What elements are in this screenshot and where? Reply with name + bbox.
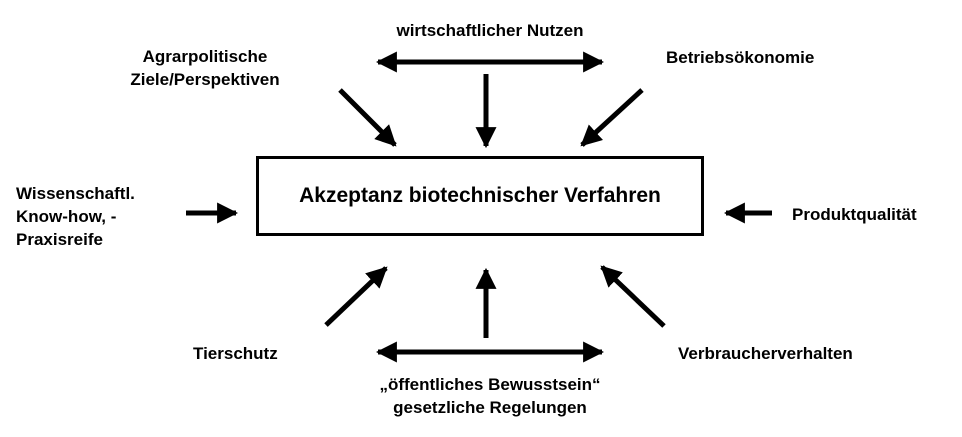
factor-bottom-right: Verbraucherverhalten [678,342,853,365]
central-concept-box: Akzeptanz biotechnischer Verfahren [256,156,704,236]
factor-left: Wissenschaftl. Know-how, - Praxisreife [16,182,135,251]
bottom-left-arrow [324,266,388,327]
factor-bottom-right-label: Verbraucherverhalten [678,344,853,363]
top-left-arrow [338,88,397,147]
factor-left-line-2: Know-how, - [16,207,117,226]
central-concept-title: Akzeptanz biotechnischer Verfahren [299,184,661,207]
top-right-arrow [580,88,644,147]
factor-bottom-left-label: Tierschutz [193,344,278,363]
factor-top-right-label: Betriebsökonomie [666,48,815,67]
factor-top-right: Betriebsökonomie [666,46,814,69]
factor-left-line-1: Wissenschaftl. [16,184,135,203]
factor-bottom-left: Tierschutz [193,342,278,365]
bottom-right-arrow [600,265,666,328]
factor-top-left-line-2: Ziele/Perspektiven [130,70,280,89]
factor-top-left: Agrarpolitische Ziele/Perspektiven [100,45,310,91]
factor-right: Produktqualität [792,203,917,226]
factor-bottom: „öffentliches Bewusstsein“ gesetzliche R… [340,373,640,419]
factor-top: wirtschaftlicher Nutzen [340,19,640,42]
factor-top-left-line-1: Agrarpolitische [142,47,268,66]
factor-right-label: Produktqualität [792,205,917,224]
factor-left-line-3: Praxisreife [16,230,103,249]
factor-bottom-line-2: gesetzliche Regelungen [393,398,587,417]
factor-bottom-line-1: „öffentliches Bewusstsein“ [379,375,601,394]
factor-top-label: wirtschaftlicher Nutzen [396,21,584,40]
